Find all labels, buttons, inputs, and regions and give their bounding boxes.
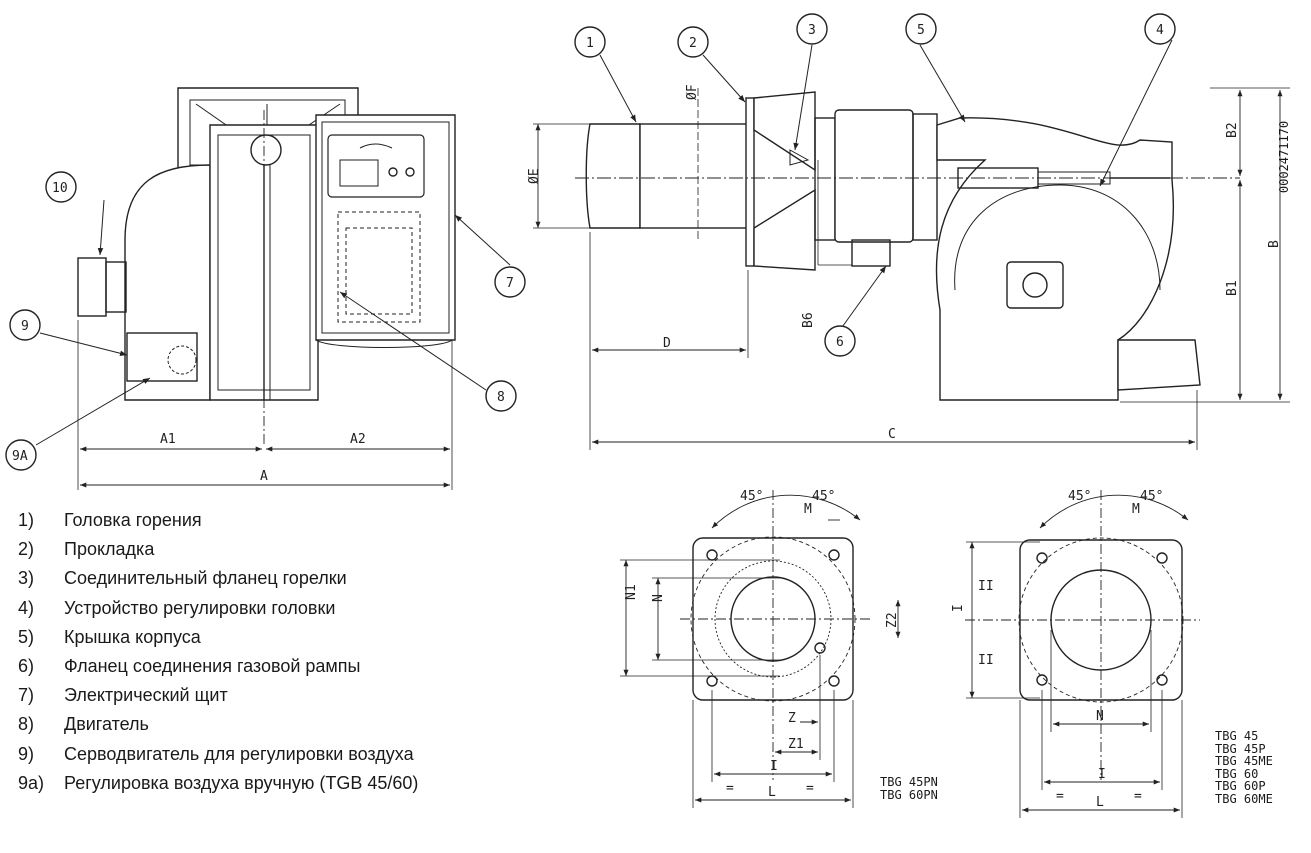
callout-7: 7 — [506, 276, 514, 291]
legend-num: 1) — [18, 510, 35, 530]
drawing-code: 0002471170 — [1277, 120, 1291, 194]
dim-a1: A1 — [160, 432, 176, 447]
dim-n: N — [651, 594, 666, 602]
callout-3: 3 — [808, 23, 816, 38]
legend-item: 4) Устройство регулировки головки — [18, 594, 418, 623]
side-view — [533, 87, 1290, 450]
dim-equal-b2: = — [1134, 789, 1142, 804]
callout-8: 8 — [497, 390, 505, 405]
legend-num: 2) — [18, 539, 35, 560]
angle-right-a: 45° — [812, 489, 835, 504]
flange-view-std — [965, 490, 1200, 818]
legend-item: 9a) Регулировка воздуха вручную (TGB 45/6… — [18, 769, 418, 798]
legend-num: 9a) — [18, 772, 45, 793]
models-left: TBG 45PN TBG 60PN — [880, 776, 938, 801]
flange-view-pn — [620, 490, 901, 808]
model-right-3: TBG 45ME — [1215, 754, 1273, 768]
dim-b: B — [1267, 240, 1282, 248]
component-legend: 1) Головка горения 2) Прокладка 3) Соединит… — [18, 506, 418, 798]
legend-text: Серводвигатель для регулировки воздуха — [64, 743, 414, 764]
legend-item: 6) Фланец соединения газовой рампы — [18, 652, 418, 681]
legend-text: Двигатель — [64, 714, 149, 735]
legend-num: 6) — [18, 655, 35, 676]
dim-b6: B6 — [801, 312, 816, 328]
dim-z2: Z2 — [885, 612, 900, 628]
dim-equal-a2: = — [806, 781, 814, 796]
dim-e: ØE — [527, 168, 542, 184]
dim-a2: A2 — [350, 432, 366, 447]
dim-ii-bottom: II — [978, 653, 994, 668]
legend-item: 3) Соединительный фланец горелки — [18, 564, 418, 593]
model-right-4: TBG 60 — [1215, 766, 1259, 781]
dim-equal-b1: = — [1056, 789, 1064, 804]
legend-text: Головка горения — [64, 510, 202, 530]
legend-text: Крышка корпуса — [64, 626, 201, 647]
legend-text: Электрический щит — [64, 685, 228, 706]
legend-text: Прокладка — [64, 539, 155, 560]
legend-item: 1) Головка горения — [18, 506, 418, 535]
dim-d: D — [663, 336, 671, 351]
dim-f: ØF — [685, 84, 700, 100]
legend-num: 9) — [18, 743, 35, 764]
dim-b2: B2 — [1225, 122, 1240, 138]
front-view — [77, 87, 456, 490]
callout-2: 2 — [689, 36, 697, 51]
legend-text: Регулировка воздуха вручную (TGB 45/60) — [64, 772, 419, 793]
legend-text: Фланец соединения газовой рампы — [64, 655, 361, 676]
dim-l-a: L — [768, 785, 776, 800]
angle-left-b: 45° — [1068, 489, 1091, 504]
callout-10: 10 — [52, 181, 68, 196]
model-right-2: TBG 45P — [1215, 741, 1266, 756]
legend-item: 8) Двигатель — [18, 710, 418, 739]
dim-m-b: M — [1132, 502, 1140, 517]
dim-b1: B1 — [1225, 280, 1240, 296]
legend-item: 7) Электрический щит — [18, 681, 418, 710]
dim-i-b-vert: I — [951, 604, 966, 612]
dim-ii-top: II — [978, 579, 994, 594]
model-right-5: TBG 60P — [1215, 779, 1266, 793]
legend-item: 2) Прокладка — [18, 535, 418, 564]
dim-a: A — [260, 469, 268, 484]
legend-num: 7) — [18, 685, 35, 706]
callout-5: 5 — [917, 23, 925, 38]
dim-m-a: M — [804, 502, 812, 517]
legend-item: 5) Крышка корпуса — [18, 623, 418, 652]
callout-9a: 9A — [12, 449, 28, 464]
model-right-1: TBG 45 — [1215, 729, 1259, 743]
dim-i-a: I — [770, 759, 778, 774]
legend-item: 9) Серводвигатель для регулировки воздуха — [18, 740, 418, 769]
dim-z: Z — [788, 711, 796, 726]
model-left-2: TBG 60PN — [880, 787, 938, 802]
legend-num: 4) — [18, 597, 35, 618]
legend-num: 8) — [18, 714, 35, 735]
model-right-6: TBG 60ME — [1215, 791, 1273, 806]
dim-n-b: N — [1096, 709, 1104, 724]
dim-c: C — [888, 427, 896, 442]
dim-l-b: L — [1096, 795, 1104, 810]
callout-6: 6 — [836, 335, 844, 350]
angle-right-b: 45° — [1140, 489, 1163, 504]
callout-1: 1 — [586, 36, 594, 51]
legend-num: 3) — [18, 568, 35, 589]
dim-z1: Z1 — [788, 737, 804, 752]
legend-text: Устройство регулировки головки — [64, 597, 336, 618]
legend-num: 5) — [18, 626, 35, 647]
models-right: TBG 45 TBG 45P TBG 45ME TBG 60 TBG 60P T… — [1215, 730, 1273, 805]
angle-left-a: 45° — [740, 489, 763, 504]
callout-9: 9 — [21, 319, 29, 334]
model-left-1: TBG 45PN — [880, 775, 938, 789]
callout-4: 4 — [1156, 23, 1164, 38]
legend-text: Соединительный фланец горелки — [64, 568, 347, 589]
dim-i-b: I — [1098, 767, 1106, 782]
dim-equal-a1: = — [726, 781, 734, 796]
dim-n1: N1 — [624, 584, 639, 600]
